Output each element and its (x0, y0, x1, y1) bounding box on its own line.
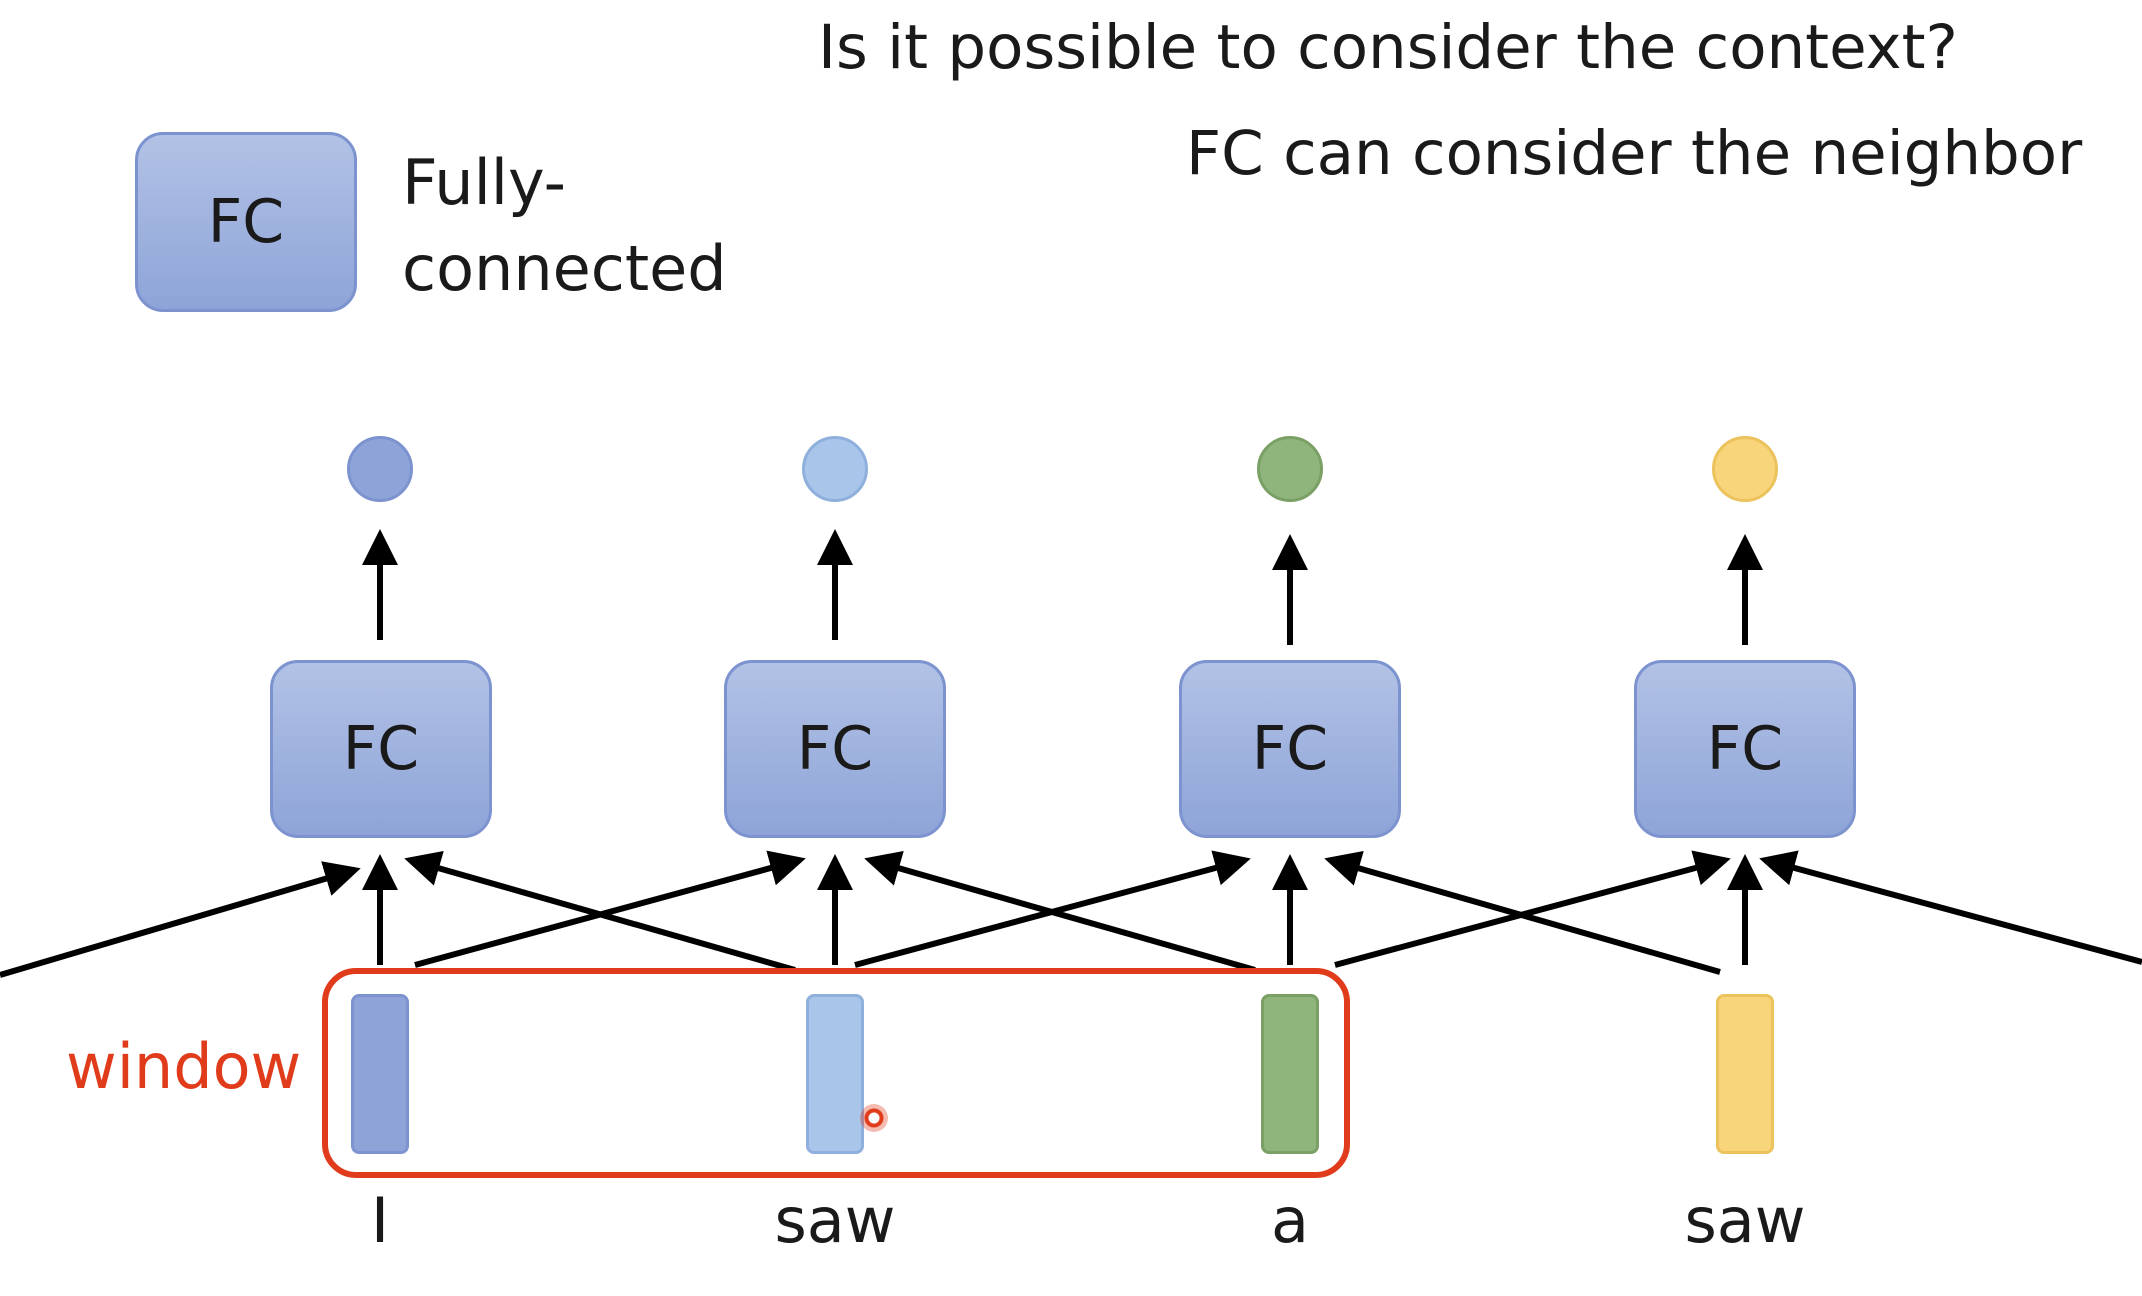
fc-box-2: FC (724, 660, 946, 838)
word-1: I (370, 1184, 390, 1257)
fc-box-label: FC (342, 714, 420, 784)
in-arrow-d8 (1759, 850, 2142, 965)
in-arrow-d7 (1324, 850, 1721, 975)
fc-box-label: FC (1706, 714, 1784, 784)
legend-fc-label: FC (207, 187, 285, 257)
legend-text-line2: connected (402, 232, 727, 305)
fc-box-label: FC (796, 714, 874, 784)
legend-text-line1: Fully- (402, 146, 566, 219)
legend-text: Fully- connected (402, 140, 727, 312)
fc-box-3: FC (1179, 660, 1401, 838)
fc-box-1: FC (270, 660, 492, 838)
fc-note: FC can consider the neighbor (1186, 118, 2083, 189)
output-dot-1 (347, 436, 413, 502)
in-arrow-d6 (1334, 850, 1731, 968)
window-frame (322, 968, 1350, 1178)
input-vector-3 (1261, 994, 1319, 1154)
output-dot-3 (1257, 436, 1323, 502)
input-vector-1 (351, 994, 409, 1154)
input-vector-4 (1716, 994, 1774, 1154)
pointer-cursor-icon (860, 1104, 888, 1132)
in-arrow-d1 (0, 861, 361, 978)
input-vector-2 (806, 994, 864, 1154)
in-arrow-d3 (404, 850, 796, 973)
word-2: saw (774, 1184, 896, 1257)
word-4: saw (1684, 1184, 1806, 1257)
in-arrow-d2 (414, 850, 806, 968)
output-dot-4 (1712, 436, 1778, 502)
output-dot-2 (802, 436, 868, 502)
legend-fc-box: FC (135, 132, 357, 312)
question-title: Is it possible to consider the context? (818, 12, 1958, 83)
window-label: window (66, 1030, 302, 1103)
fc-box-4: FC (1634, 660, 1856, 838)
fc-box-label: FC (1251, 714, 1329, 784)
in-arrow-d5 (864, 850, 1256, 973)
word-3: a (1271, 1184, 1309, 1257)
